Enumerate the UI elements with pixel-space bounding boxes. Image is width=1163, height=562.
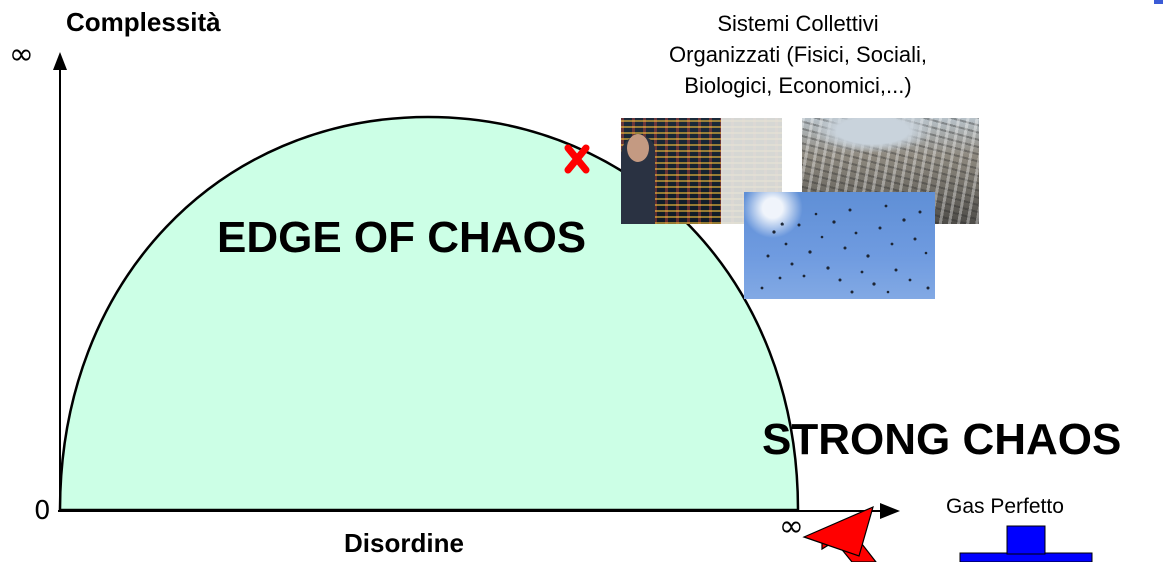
y-axis-title: Complessità — [66, 7, 221, 37]
bird-flock-photo — [744, 192, 935, 299]
origin-label: 0 — [34, 496, 51, 526]
y-axis-infinity-label: ∞ — [9, 37, 34, 72]
x-axis-infinity-label: ∞ — [779, 509, 804, 544]
x-axis-title: Disordine — [344, 528, 464, 558]
edge-of-chaos-label: EDGE OF CHAOS — [217, 213, 587, 262]
systems-caption: Sistemi Collettivi Organizzati (Fisici, … — [620, 8, 976, 101]
complexity-dome — [58, 115, 800, 512]
x-axis-arrowhead — [880, 503, 900, 519]
y-axis-arrowhead — [53, 52, 67, 70]
red-arrow-head — [802, 505, 874, 557]
systems-caption-line-3: Biologici, Economici,...) — [684, 73, 912, 98]
trader-head — [627, 134, 649, 162]
gas-block-top — [1006, 525, 1046, 555]
gas-perfetto-label: Gas Perfetto — [946, 495, 1064, 518]
birds-layer — [760, 204, 930, 294]
edge-marker-icon — [564, 144, 590, 174]
systems-caption-line-2: Organizzati (Fisici, Sociali, — [669, 42, 927, 67]
corner-mark — [1154, 0, 1163, 4]
systems-caption-line-1: Sistemi Collettivi — [717, 11, 879, 36]
strong-chaos-label: STRONG CHAOS — [762, 415, 1122, 464]
